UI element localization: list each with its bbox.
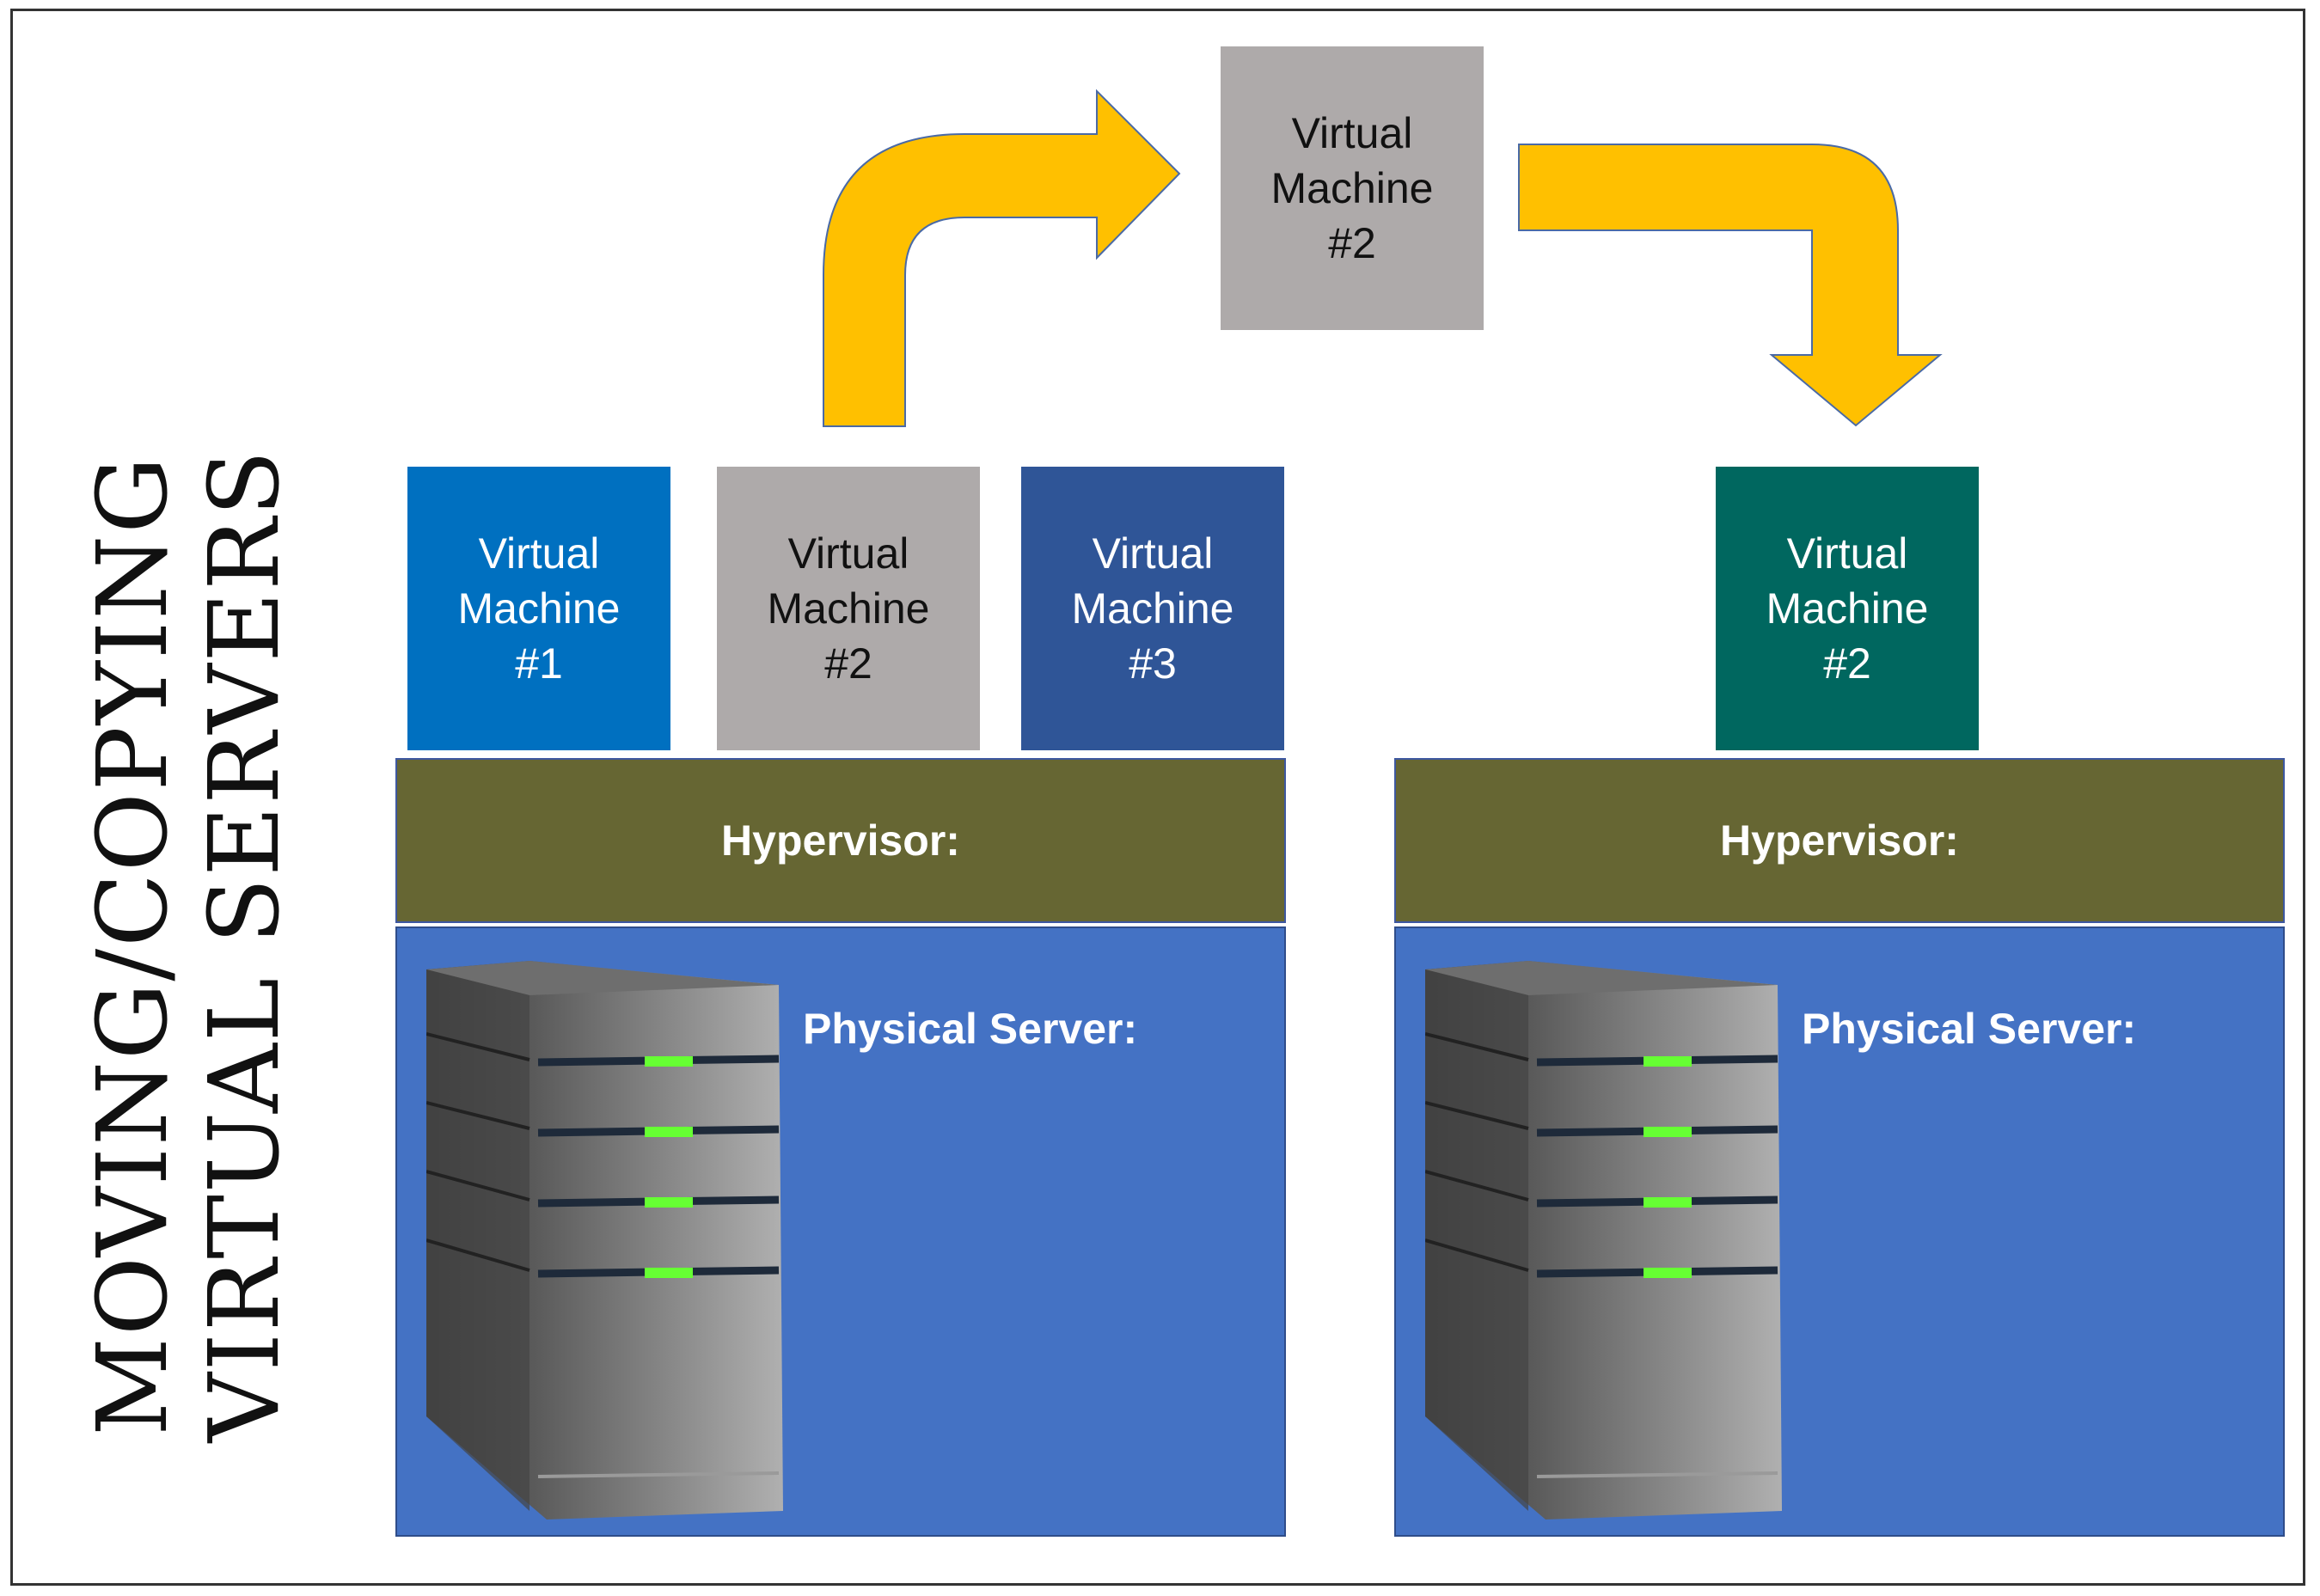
target-physical-server: Physical Server: [1394, 926, 2285, 1537]
source-hypervisor-label: Hypervisor: [721, 816, 960, 865]
target-vm-2: Virtual Machine #2 [1716, 467, 1979, 750]
source-vm-1: Virtual Machine #1 [407, 467, 670, 750]
source-vm-3: Virtual Machine #3 [1021, 467, 1284, 750]
server-tower-icon [1425, 961, 1782, 1520]
source-physical-server: Physical Server: [395, 926, 1286, 1537]
target-physical-label: Physical Server: [1802, 1005, 2137, 1053]
target-hypervisor-label: Hypervisor: [1720, 816, 1959, 865]
source-physical-label: Physical Server: [803, 1005, 1138, 1053]
server-tower-icon [426, 961, 783, 1520]
migrating-vm-2: Virtual Machine #2 [1221, 46, 1484, 330]
source-hypervisor: Hypervisor: [395, 758, 1286, 923]
curved-arrow-up-right-icon [823, 89, 1181, 427]
curved-arrow-right-down-icon [1518, 144, 1943, 427]
target-hypervisor: Hypervisor: [1394, 758, 2285, 923]
source-vm-2: Virtual Machine #2 [717, 467, 980, 750]
